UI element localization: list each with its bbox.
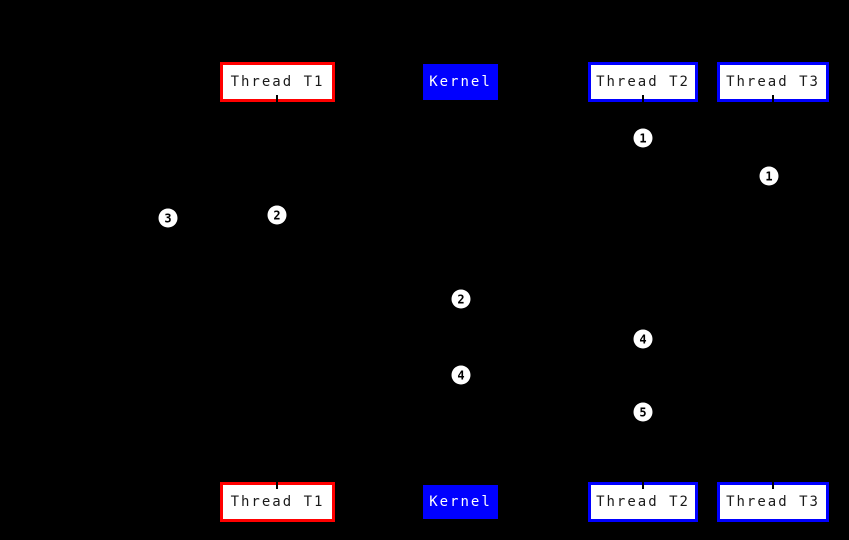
- step-badge: 3: [158, 208, 178, 228]
- lifeline-stub-thread-t3-bottom: [772, 482, 774, 489]
- actor-box-kernel-top: Kernel: [423, 64, 498, 100]
- lifeline-stub-thread-t1-bottom: [276, 482, 278, 489]
- actor-label-thread-t1: Thread T1: [230, 494, 325, 510]
- actor-label-thread-t2: Thread T2: [596, 494, 690, 510]
- step-badge: 4: [633, 329, 653, 349]
- actor-box-kernel-bottom: Kernel: [423, 485, 498, 519]
- step-badge: 4: [451, 365, 471, 385]
- actor-label-thread-t2: Thread T2: [596, 74, 690, 90]
- actor-label-thread-t1: Thread T1: [230, 74, 325, 90]
- lifeline-stub-thread-t2-bottom: [642, 482, 644, 489]
- step-badge: 5: [633, 402, 653, 422]
- lifeline-stub-thread-t3-top: [772, 95, 774, 102]
- step-badge: 1: [633, 128, 653, 148]
- lifeline-stub-thread-t1-top: [276, 95, 278, 102]
- actor-label-thread-t3: Thread T3: [726, 494, 820, 510]
- actor-label-kernel: Kernel: [429, 494, 492, 510]
- actor-label-kernel: Kernel: [429, 74, 492, 90]
- step-badge: 2: [451, 289, 471, 309]
- step-badge: 1: [759, 166, 779, 186]
- lifeline-stub-thread-t2-top: [642, 95, 644, 102]
- step-badge: 2: [267, 205, 287, 225]
- actor-label-thread-t3: Thread T3: [726, 74, 820, 90]
